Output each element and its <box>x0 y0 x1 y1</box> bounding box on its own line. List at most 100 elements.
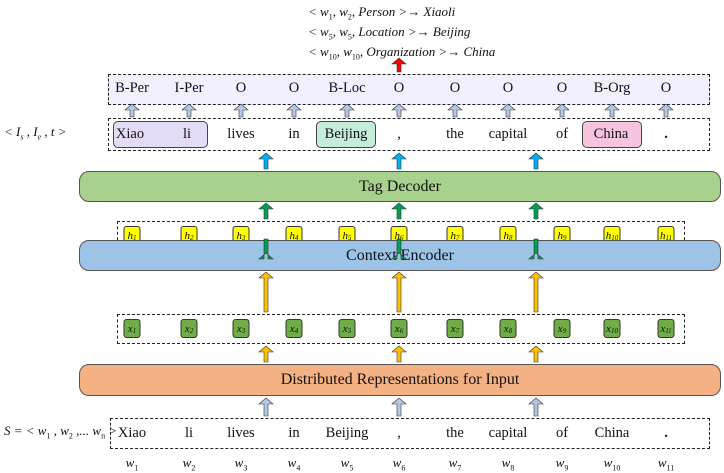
input-arrow <box>258 397 274 417</box>
tag-projection-arrow <box>339 103 355 118</box>
input-token-box <box>110 418 710 449</box>
organization-entity-highlight <box>582 121 642 148</box>
decoder-input-arrow <box>258 202 274 220</box>
encoder-input-arrow <box>258 271 274 313</box>
word-index: w2 <box>182 455 196 473</box>
result-organization: < w10, w10, Organization >→ China <box>308 44 496 62</box>
tag-projection-arrow <box>658 103 674 118</box>
tag-projection-arrow <box>181 103 197 118</box>
embedding-arrow <box>528 345 544 363</box>
word-index: w3 <box>234 455 248 473</box>
input-token: li <box>184 425 194 441</box>
input-token: of <box>555 425 569 441</box>
word-index: w7 <box>448 455 462 473</box>
input-token: . <box>664 425 668 441</box>
output-token: China <box>593 126 629 142</box>
input-token: Beijing <box>325 425 369 441</box>
input-token: Xiao <box>117 425 147 441</box>
output-token: . <box>664 126 668 142</box>
encoder-input-arrow <box>528 271 544 313</box>
location-entity-highlight <box>316 121 376 148</box>
embedding-box <box>117 314 685 344</box>
word-index: w1 <box>125 455 139 473</box>
tag-label: O <box>288 80 300 96</box>
tag-label: O <box>556 80 568 96</box>
output-token: in <box>288 126 300 142</box>
input-arrow <box>528 397 544 417</box>
word-index: w4 <box>287 455 301 473</box>
word-index: w9 <box>555 455 569 473</box>
decoder-input-arrow <box>391 202 407 220</box>
input-token: capital <box>488 425 528 441</box>
tag-decoder-layer: Tag Decoder <box>79 171 721 202</box>
encoder-output-arrow <box>258 238 274 260</box>
sequence-label: S = < w1 , w2 ,... wn > <box>4 423 118 441</box>
decoder-output-arrow <box>391 152 407 170</box>
word-index: w10 <box>603 455 621 473</box>
embedding-arrow <box>258 345 274 363</box>
input-token: the <box>446 425 464 441</box>
span-label: < Is , Ie , t > <box>4 124 67 142</box>
decoder-input-arrow <box>528 202 544 220</box>
embedding-arrow <box>391 345 407 363</box>
input-arrow <box>391 397 407 417</box>
output-token-box <box>108 118 710 151</box>
input-token: , <box>397 425 401 441</box>
tag-projection-arrow <box>233 103 249 118</box>
word-index: w5 <box>340 455 354 473</box>
tag-projection-arrow <box>124 103 140 118</box>
input-token: in <box>288 425 300 441</box>
tag-label: B-Org <box>593 80 631 96</box>
tag-label: B-Loc <box>328 80 366 96</box>
person-entity-highlight <box>113 121 208 148</box>
tag-projection-arrow <box>447 103 463 118</box>
tag-label: O <box>393 80 405 96</box>
input-representation-layer: Distributed Representations for Input <box>79 364 721 396</box>
output-token: Beijing <box>324 126 368 142</box>
output-token: the <box>446 126 464 142</box>
result-person: < w1, w2, Person >→ Xiaoli <box>308 4 456 22</box>
word-index: w6 <box>392 455 406 473</box>
word-index: w11 <box>657 455 675 473</box>
tag-label: O <box>502 80 514 96</box>
output-token: li <box>182 126 192 142</box>
encoder-output-arrow <box>528 238 544 260</box>
output-token: Xiao <box>115 126 145 142</box>
tag-projection-arrow <box>554 103 570 118</box>
output-token: lives <box>227 126 255 142</box>
output-token: capital <box>488 126 528 142</box>
result-location: < w5, w5, Location >→ Beijing <box>308 24 471 42</box>
tag-sequence-box <box>108 74 710 105</box>
tag-projection-arrow <box>286 103 302 118</box>
tag-projection-arrow <box>391 103 407 118</box>
tag-label: B-Per <box>115 80 149 96</box>
output-token: of <box>555 126 569 142</box>
tag-projection-arrow <box>604 103 620 118</box>
tag-label: I-Per <box>174 80 204 96</box>
tag-projection-arrow <box>500 103 516 118</box>
decoder-output-arrow <box>258 152 274 170</box>
tag-label: O <box>235 80 247 96</box>
decoder-output-arrow <box>528 152 544 170</box>
tag-label: O <box>660 80 672 96</box>
output-arrow <box>391 57 407 73</box>
encoder-output-arrow <box>391 238 407 260</box>
input-token: China <box>594 425 630 441</box>
output-token: , <box>397 126 401 142</box>
encoder-input-arrow <box>391 271 407 313</box>
word-index: w8 <box>501 455 515 473</box>
tag-label: O <box>449 80 461 96</box>
input-token: lives <box>227 425 255 441</box>
